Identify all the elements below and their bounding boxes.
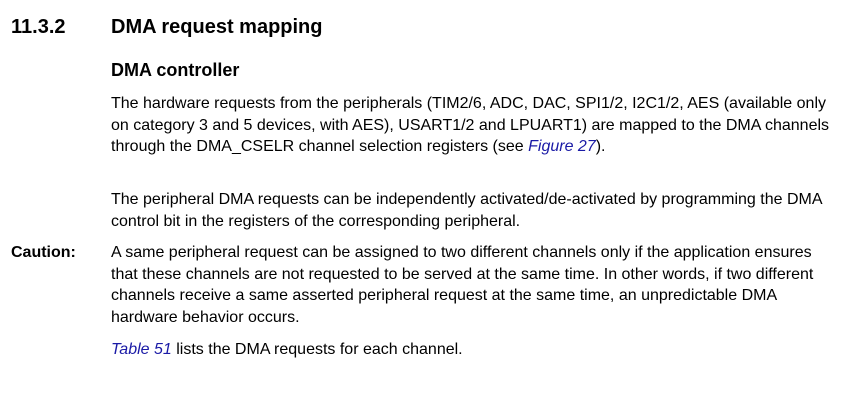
- paragraph-hardware-requests: The hardware requests from the periphera…: [111, 93, 841, 158]
- caution-text: A same peripheral request can be assigne…: [111, 244, 814, 326]
- subsection-title: DMA controller: [111, 60, 240, 80]
- paragraph-activation: The peripheral DMA requests can be indep…: [111, 191, 822, 230]
- paragraph-table-reference: Table 51 lists the DMA requests for each…: [111, 339, 841, 361]
- figure-27-link[interactable]: Figure 27: [528, 138, 596, 155]
- paragraph-text-end: ).: [595, 138, 606, 155]
- section-title: DMA request mapping: [111, 16, 323, 38]
- section-number: 11.3.2: [11, 16, 66, 38]
- paragraph-text: The hardware requests from the periphera…: [111, 95, 830, 155]
- table-51-link[interactable]: Table 51: [111, 341, 172, 358]
- paragraph-text: lists the DMA requests for each channel.: [171, 341, 463, 358]
- caution-label: Caution:: [11, 244, 76, 261]
